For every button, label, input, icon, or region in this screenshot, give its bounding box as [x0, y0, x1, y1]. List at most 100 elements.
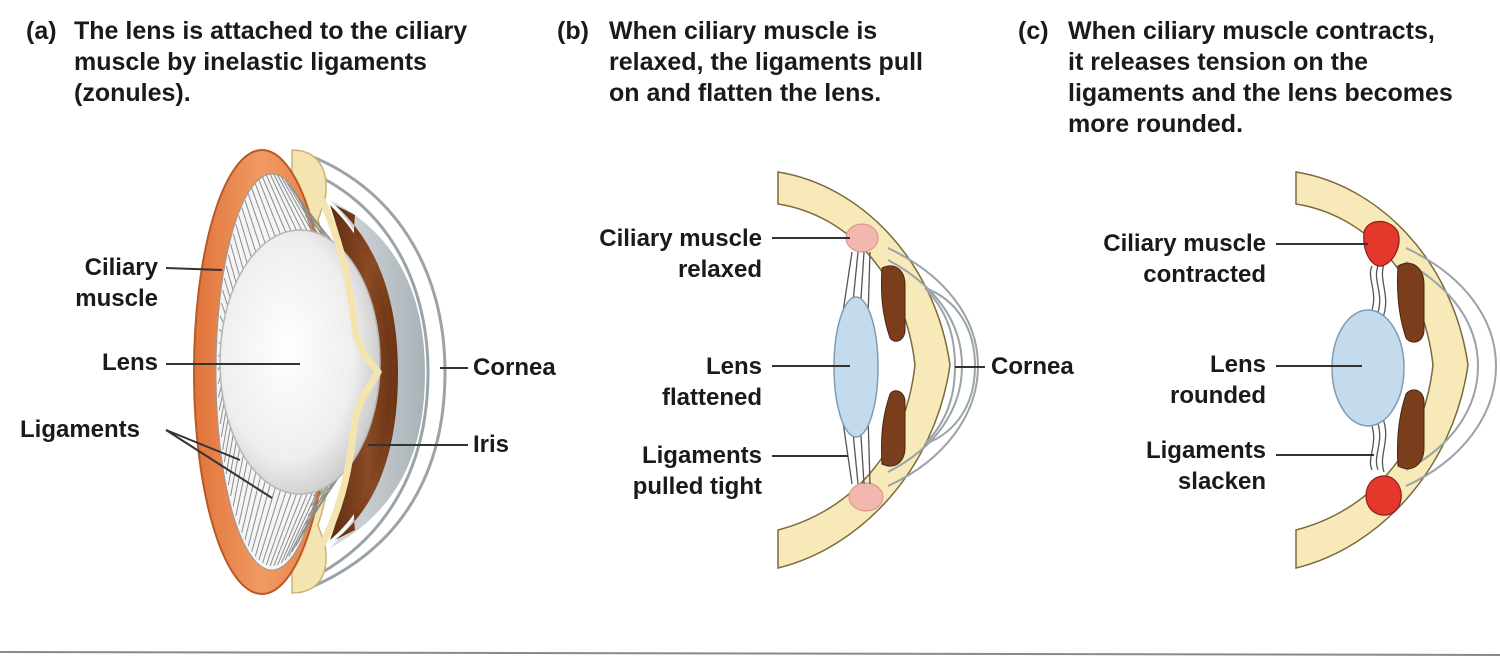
panel-a-illustration [193, 149, 447, 595]
panel-b-label-ligaments: Ligaments pulled tight [560, 440, 762, 502]
panel-c-cornea-outline [1405, 247, 1498, 487]
panel-b-iris-top [881, 265, 906, 342]
ligament-fiber [235, 224, 249, 266]
ligament-fiber [241, 469, 257, 533]
ligament-fiber [254, 485, 277, 557]
panel-c-tag: (c) [1018, 17, 1049, 45]
ligament-fiber [288, 485, 325, 557]
panel-b-label-lens: Lens flattened [560, 351, 762, 413]
panel-a-label-iris: Iris [473, 429, 509, 460]
panel-c-label-ciliary-muscle-line-2: contracted [1143, 261, 1266, 288]
panel-a-leader-lines [165, 267, 468, 499]
panel-c-label-lens-line-2: rounded [1170, 382, 1266, 409]
panel-a-label-ciliary-muscle-line-2: muscle [75, 285, 158, 312]
panel-a-label-cornea: Cornea [473, 352, 556, 383]
ligament-fiber [254, 183, 277, 239]
panel-c-ciliary-muscle-bottom [1365, 475, 1402, 516]
panel-b-label-ciliary-muscle-line-2: relaxed [677, 256, 762, 283]
ligament-fiber [230, 445, 241, 497]
ligament-fiber [273, 173, 304, 233]
leader-a-ligaments-1 [165, 429, 241, 461]
panel-c-heading-line-1: When ciliary muscle contracts, [1068, 17, 1435, 45]
panel-c-label-lens-line-1: Lens [1209, 351, 1266, 378]
leader-a-ligaments-2 [165, 429, 273, 499]
ligament-fiber [227, 438, 238, 486]
ligament-fiber [269, 491, 298, 567]
panel-b-illustration [777, 171, 980, 569]
ligament-fiber [232, 233, 245, 272]
ligament-fiber [247, 478, 267, 547]
panel-a-label-lens: Lens [40, 347, 158, 378]
panel-a-label-ligaments: Ligaments [20, 414, 140, 445]
ligament-fiber [241, 207, 257, 255]
panel-a-heading-line-3: (zonules). [74, 79, 191, 107]
ligament-fiber [258, 179, 282, 237]
panel-a-label-ciliary-muscle-line-1: Ciliary [84, 254, 158, 281]
panel-a-tag: (a) [26, 17, 57, 45]
panel-c-iris-bottom [1397, 389, 1425, 470]
panel-b-label-ciliary-muscle: Ciliary muscle relaxed [560, 223, 762, 285]
panel-c-ciliary-muscle-top [1363, 220, 1400, 267]
panel-b-leader-lines [772, 237, 985, 457]
panel-c-label-ligaments-line-2: slacken [1177, 468, 1266, 495]
panel-c-label-ciliary-muscle-line-1: Ciliary muscle [1103, 230, 1266, 257]
ligament-fiber [277, 491, 309, 566]
panel-c-label-ciliary-muscle: Ciliary muscle contracted [1062, 228, 1266, 290]
panel-a-label-cornea-line-1: Cornea [473, 354, 556, 381]
ligament-fiber [244, 200, 262, 250]
panel-c-heading-line-2: it releases tension on the [1068, 48, 1369, 76]
panel-b-tag: (b) [557, 17, 589, 45]
leader-a-ciliary [165, 267, 223, 271]
panel-a-lens [219, 229, 381, 495]
panel-c-heading-line-3: ligaments and the lens becomes [1068, 79, 1453, 107]
ligament-fiber [273, 491, 304, 567]
ligament-fiber [247, 193, 267, 246]
ligament-fiber [238, 215, 253, 260]
panel-a-label-iris-line-1: Iris [473, 431, 510, 458]
panel-a-anterior-chamber [330, 200, 425, 548]
panel-b-label-ciliary-muscle-line-1: Ciliary muscle [599, 225, 762, 252]
ligament-fiber [265, 491, 293, 566]
panel-c-heading: (c) When ciliary muscle contracts, it re… [1018, 16, 1453, 140]
panel-a-sclera-edge [318, 198, 382, 547]
panel-b-heading-line-2: relaxed, the ligaments pull [609, 48, 923, 76]
panel-c-label-lens: Lens rounded [1062, 349, 1266, 411]
panel-b-cornea [924, 287, 977, 445]
panel-a-label-ligaments-line-1: Ligaments [20, 416, 141, 443]
panel-c-label-ligaments-line-1: Ligaments [1145, 437, 1266, 464]
ligament-fiber [269, 173, 298, 233]
ligament-fiber [235, 458, 249, 516]
panel-a-label-lens-line-1: Lens [101, 349, 158, 376]
ligament-fiber [225, 430, 235, 474]
panel-a-heading-line-1: The lens is attached to the ciliary [74, 17, 468, 45]
bottom-divider [0, 651, 1500, 656]
panel-c-label-ligaments: Ligaments slacken [1062, 435, 1266, 497]
ligament-fiber [230, 243, 241, 279]
panel-c-leader-lines [1276, 243, 1374, 456]
panel-b-heading: (b) When ciliary muscle is relaxed, the … [557, 16, 923, 109]
ligament-fiber [232, 452, 245, 507]
panel-a-heading-line-2: muscle by inelastic ligaments [74, 48, 427, 76]
panel-a-heading: (a) The lens is attached to the ciliary … [26, 16, 467, 109]
panel-a-label-ciliary-muscle: Ciliary muscle [40, 252, 158, 314]
ligament-fiber [251, 188, 272, 242]
ligament-fiber [284, 487, 320, 561]
ligament-fiber [262, 176, 287, 235]
panel-b-ciliary-muscle-bottom [848, 482, 884, 512]
panel-b-label-cornea: Cornea [991, 351, 1074, 382]
panel-b-label-ligaments-line-1: Ligaments [641, 442, 762, 469]
panel-c-heading-line-4: more rounded. [1068, 110, 1244, 138]
panel-b-heading-line-3: on and flatten the lens. [609, 79, 882, 107]
ligament-fiber [277, 174, 309, 233]
panel-a-iris [335, 205, 398, 540]
panel-b-iris-bottom [881, 390, 906, 467]
panel-b-label-lens-line-1: Lens [705, 353, 762, 380]
ligament-fiber [244, 474, 262, 540]
panel-b-label-cornea-line-1: Cornea [991, 353, 1074, 380]
panel-c-lens [1331, 309, 1405, 427]
panel-b-heading-line-1: When ciliary muscle is [609, 17, 878, 45]
panel-c-illustration [1295, 171, 1498, 569]
ligament-fiber [238, 464, 253, 525]
ligament-fiber [295, 478, 335, 547]
